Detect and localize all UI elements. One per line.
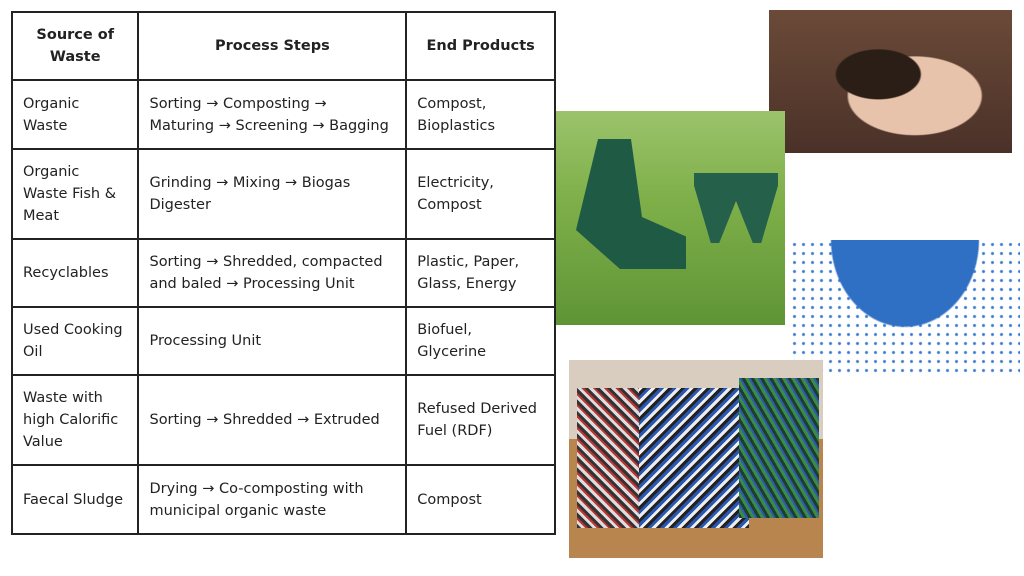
side-table-shape [694, 173, 778, 243]
table-row: Organic Waste Sorting → Composting → Mat… [10, 79, 556, 150]
blue-plastic-pellets-photo [790, 240, 1020, 375]
table-header-row: Source of Waste Process Steps End Produc… [10, 11, 556, 81]
cell-products: Refused Derived Fuel (RDF) [405, 374, 556, 466]
cell-process: Sorting → Shredded → Extruded [137, 374, 408, 466]
compost-in-hands-photo [769, 10, 1012, 153]
cell-products: Plastic, Paper, Glass, Energy [405, 238, 556, 308]
cell-products: Electricity, Compost [405, 148, 556, 240]
table-row: Used Cooking Oil Processing Unit Biofuel… [10, 306, 556, 376]
table-row: Waste with high Calorific Value Sorting … [10, 374, 556, 466]
cell-products: Compost, Bioplastics [405, 79, 556, 150]
header-products: End Products [405, 11, 556, 81]
header-source: Source of Waste [10, 11, 140, 81]
cell-process: Processing Unit [137, 306, 408, 376]
cell-process: Grinding → Mixing → Biogas Digester [137, 148, 408, 240]
cell-products: Compost [405, 464, 556, 535]
table-row: Organic Waste Fish & Meat Grinding → Mix… [10, 148, 556, 240]
recycled-plastic-boxes-photo [569, 360, 823, 558]
cell-source: Faecal Sludge [10, 464, 140, 535]
cell-source: Organic Waste [10, 79, 140, 150]
cell-process: Sorting → Composting → Maturing → Screen… [137, 79, 408, 150]
cell-source: Recyclables [10, 238, 140, 308]
cell-process: Drying → Co-composting with municipal or… [137, 464, 408, 535]
cell-source: Waste with high Calorific Value [10, 374, 140, 466]
waste-process-table: Source of Waste Process Steps End Produc… [10, 11, 556, 535]
table-row: Recyclables Sorting → Shredded, compacte… [10, 238, 556, 308]
cell-products: Biofuel, Glycerine [405, 306, 556, 376]
box-shape [639, 388, 749, 528]
recycled-plastic-chair-photo [556, 111, 785, 325]
header-process: Process Steps [137, 11, 408, 81]
cell-source: Used Cooking Oil [10, 306, 140, 376]
box-shape [739, 378, 819, 518]
cell-process: Sorting → Shredded, compacted and baled … [137, 238, 408, 308]
table-row: Faecal Sludge Drying → Co-composting wit… [10, 464, 556, 535]
chair-shape [576, 139, 686, 269]
cell-source: Organic Waste Fish & Meat [10, 148, 140, 240]
